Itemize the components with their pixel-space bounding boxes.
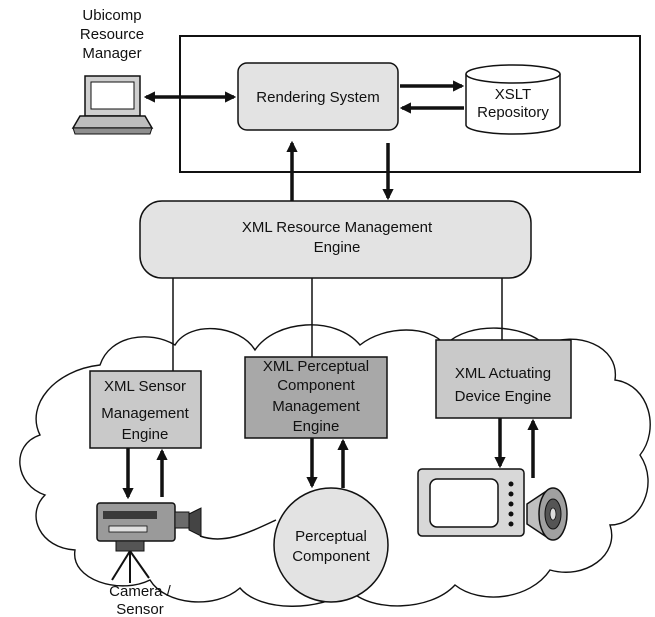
ubicomp-label-line3: Manager — [82, 45, 141, 62]
perceptual-component-label-line2: Component — [292, 548, 370, 565]
xslt-label-line1: XSLT — [495, 86, 531, 103]
sensor-label-line3: Engine — [122, 426, 169, 443]
sensor-label-line2: Management — [101, 405, 189, 422]
computer-icon — [71, 75, 154, 135]
rendering-system-label: Rendering System — [256, 89, 379, 106]
ubicomp-label-line2: Resource — [80, 26, 144, 43]
xml-rme-label-line2: Engine — [314, 239, 361, 256]
xml-rme-label-line1: XML Resource Management — [242, 219, 433, 236]
camera-icon — [96, 502, 202, 583]
actuating-label-line1: XML Actuating — [455, 365, 551, 382]
camera-label-line1: Camera / — [109, 583, 172, 600]
display-device-icon — [417, 468, 525, 537]
perc-label-line3: Management — [272, 398, 360, 415]
ubicomp-label-line1: Ubicomp — [82, 7, 141, 24]
perc-label-line4: Engine — [293, 418, 340, 435]
xml-perceptual-component-management-engine-box — [244, 356, 388, 439]
actuating-label-line2: Device Engine — [455, 388, 552, 405]
link-camera-perceptual — [199, 519, 277, 540]
xml-resource-management-engine-box — [139, 200, 532, 279]
speaker-icon — [526, 487, 568, 541]
xslt-label-line2: Repository — [477, 104, 549, 121]
perc-label-line2: Component — [277, 377, 355, 394]
camera-label-line2: Sensor — [116, 601, 164, 617]
rendering-system-box — [237, 62, 399, 131]
xslt-repository-cylinder — [465, 64, 561, 135]
perc-label-line1: XML Perceptual — [263, 358, 369, 375]
xml-sensor-management-engine-box — [89, 370, 202, 449]
xml-actuating-device-engine-box — [435, 339, 572, 419]
perceptual-component-circle — [273, 487, 389, 603]
sensor-label-line1: XML Sensor — [104, 378, 186, 395]
perceptual-component-label-line1: Perceptual — [295, 528, 367, 545]
